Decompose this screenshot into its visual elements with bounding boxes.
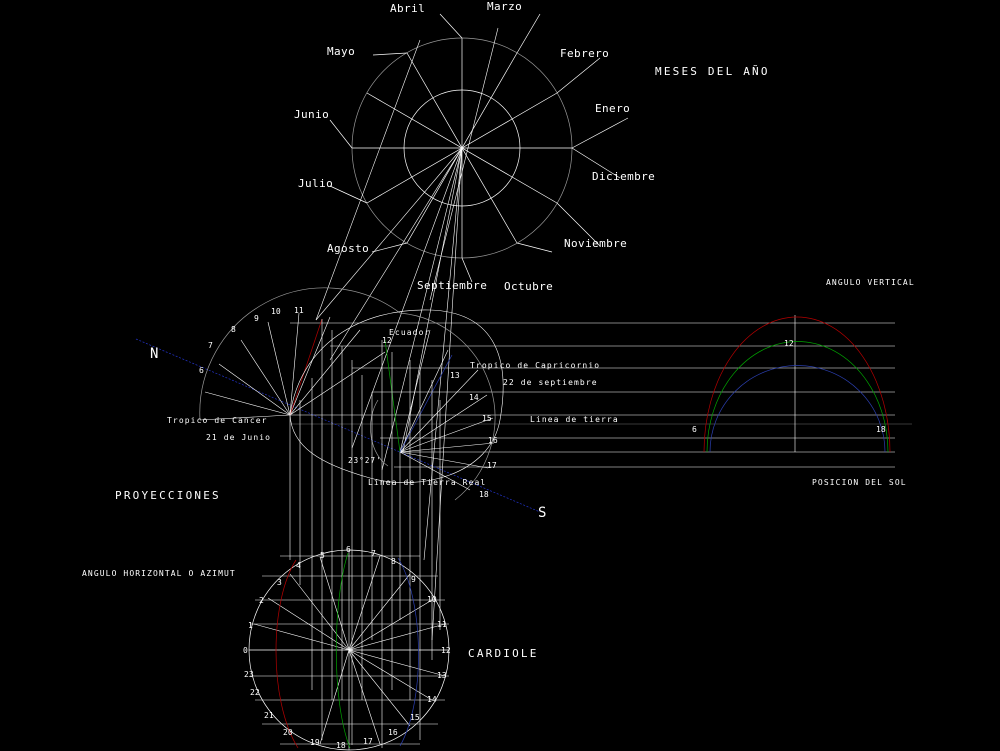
cardiole-hour-8: 8	[391, 557, 396, 566]
cardiole-hour-3: 3	[277, 578, 282, 587]
right-hour-arc	[399, 312, 496, 501]
sun-arc-winter-solstice	[709, 365, 886, 453]
projection-hour-10: 10	[271, 307, 281, 316]
cardiole-hour-6: 6	[346, 545, 351, 554]
cardiole-group: 0 1 2 3 4 5 6 7 8 9 10 11 12 13 14 15 16…	[243, 545, 539, 751]
label-ecuador: Ecuador	[389, 328, 430, 337]
cardiole-hour-23: 23	[244, 670, 254, 679]
projection-hour-17: 17	[487, 461, 497, 470]
months-wheel-group: Enero Febrero Marzo Abril Mayo Junio Jul…	[294, 0, 770, 641]
projection-hour-14: 14	[469, 393, 479, 402]
cardiole-curve-winter	[397, 557, 419, 747]
sun-hour-12: 12	[784, 339, 794, 348]
axis-label-south: S	[538, 505, 546, 521]
azimuth-title: ANGULO HORIZONTAL O AZIMUT	[82, 569, 236, 578]
sun-hour-18: 18	[876, 425, 886, 434]
cardiole-hour-11: 11	[437, 620, 447, 629]
month-label-noviembre: Noviembre	[564, 237, 627, 250]
winter-solstice-meridian	[399, 354, 453, 453]
cardiole-hour-9: 9	[411, 575, 416, 584]
months-leader-lines	[329, 13, 629, 283]
projection-hour-7: 7	[208, 341, 213, 350]
label-22-septiembre: 22 de septiembre	[503, 378, 598, 387]
month-label-febrero: Febrero	[560, 47, 609, 60]
projections-title: PROYECCIONES	[115, 489, 221, 502]
label-tropico-capricornio: Tropico de Capricornio	[470, 361, 600, 370]
month-label-abril: Abril	[390, 2, 425, 15]
cardiole-curve-summer	[275, 559, 299, 749]
cardiole-title: CARDIOLE	[468, 647, 539, 660]
cardiole-hour-19: 19	[310, 738, 320, 747]
cardiole-hour-20: 20	[283, 728, 293, 737]
sun-position-group: 6 12 18 ANGULO VERTICAL POSICION DEL SOL	[692, 278, 915, 487]
month-label-julio: Julio	[298, 177, 333, 190]
month-label-mayo: Mayo	[327, 45, 355, 58]
month-label-enero: Enero	[595, 102, 630, 115]
label-tropico-cancer: Tropico de Cancer	[167, 416, 268, 425]
cardiole-hour-18: 18	[336, 741, 346, 750]
label-21-junio: 21 de Junio	[206, 433, 271, 442]
projection-hour-11: 11	[294, 306, 304, 315]
summer-solstice-meridian	[289, 318, 323, 416]
left-radial-fan	[199, 312, 386, 421]
label-linea-tierra-real: Linea de Tierra Real	[368, 478, 486, 487]
cardiole-hour-15: 15	[410, 713, 420, 722]
month-label-marzo: Marzo	[487, 0, 522, 13]
cardiole-hour-17: 17	[363, 737, 373, 746]
vertical-drop-lines	[289, 319, 441, 748]
projection-hour-16: 16	[488, 436, 498, 445]
projection-hour-6: 6	[199, 366, 204, 375]
sun-arc-equinox	[706, 341, 889, 453]
cardiole-hour-22: 22	[250, 688, 260, 697]
month-label-diciembre: Diciembre	[592, 170, 655, 183]
cardiole-hour-7: 7	[371, 549, 376, 558]
north-south-axis	[135, 338, 541, 513]
label-obliquity-angle: 23°27'	[348, 456, 382, 465]
cardiole-hour-21: 21	[264, 711, 274, 720]
cardiole-hour-4: 4	[296, 561, 301, 570]
projection-hour-9: 9	[254, 314, 259, 323]
projection-group: N S	[82, 287, 619, 748]
sun-arc-summer-solstice	[703, 316, 891, 453]
projection-hour-8: 8	[231, 325, 236, 334]
cardiole-hour-16: 16	[388, 728, 398, 737]
horizontal-reference-lines	[290, 322, 895, 468]
cardiole-hour-5: 5	[320, 551, 325, 560]
axis-label-north: N	[150, 346, 158, 362]
cardiole-hour-0: 0	[243, 646, 248, 655]
month-label-agosto: Agosto	[327, 242, 369, 255]
month-label-septiembre: Septiembre	[417, 279, 487, 292]
projection-hour-13: 13	[450, 371, 460, 380]
projection-hour-12: 12	[382, 336, 392, 345]
months-wheel-title: MESES DEL AÑO	[655, 65, 770, 78]
equinox-meridian	[384, 339, 401, 453]
projection-hour-18: 18	[479, 490, 489, 499]
cardiole-hour-10: 10	[427, 595, 437, 604]
projection-hour-15: 15	[482, 414, 492, 423]
cardiole-hour-13: 13	[437, 671, 447, 680]
cardiole-curve-equinox	[335, 552, 351, 749]
label-linea-de-tierra: Linea de tierra	[530, 415, 619, 424]
projection-body-outline	[289, 309, 504, 483]
left-hour-arc	[199, 287, 401, 421]
sun-position-title: POSICION DEL SOL	[812, 478, 907, 487]
cardiole-hour-2: 2	[259, 596, 264, 605]
sun-hour-6: 6	[692, 425, 697, 434]
right-radial-fan	[399, 329, 495, 491]
cardiole-hour-12: 12	[441, 646, 451, 655]
month-label-junio: Junio	[294, 108, 329, 121]
vertical-angle-title: ANGULO VERTICAL	[826, 278, 915, 287]
cardiole-hour-14: 14	[427, 695, 437, 704]
month-label-octubre: Octubre	[504, 280, 553, 293]
cardiole-spokes	[249, 550, 449, 750]
cardiole-hour-1: 1	[248, 621, 253, 630]
